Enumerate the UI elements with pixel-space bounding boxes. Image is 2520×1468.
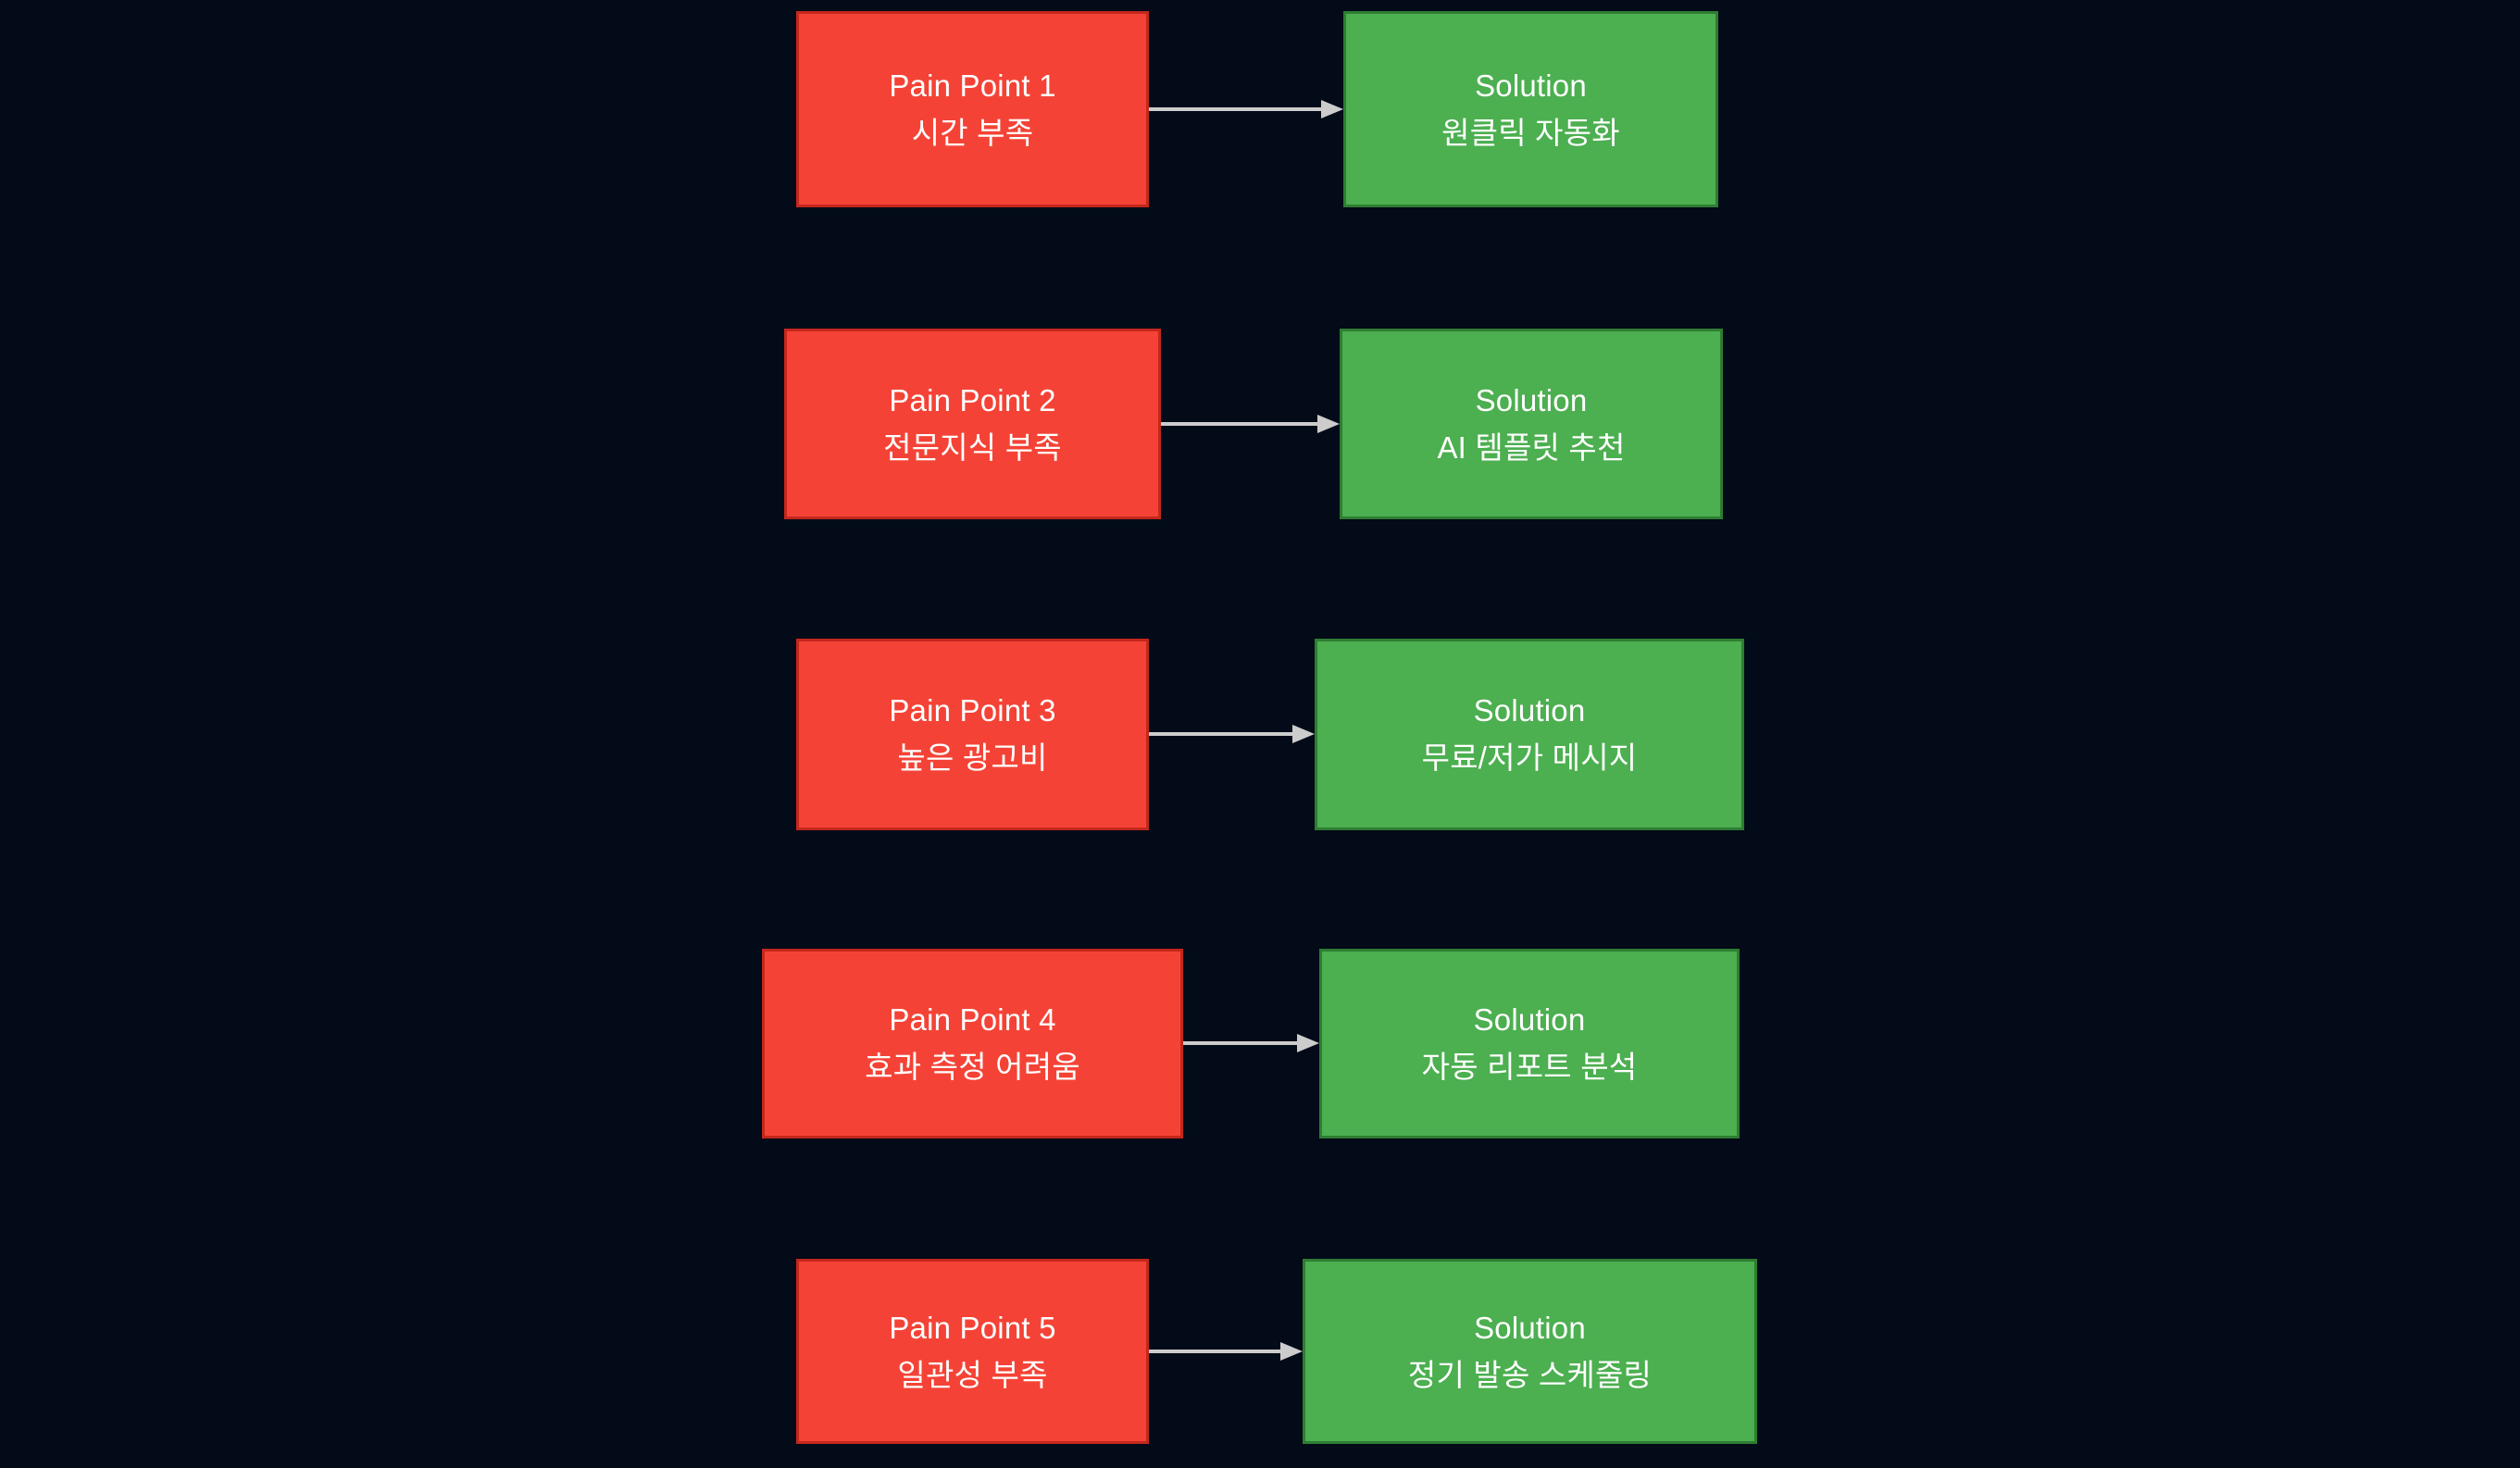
- node-detail: 효과 측정 어려움: [865, 1050, 1080, 1084]
- solution-node[interactable]: Solution AI 템플릿 추천: [1340, 329, 1723, 519]
- node-title: Solution: [1475, 68, 1587, 103]
- solution-node[interactable]: Solution 자동 리포트 분석: [1319, 949, 1740, 1138]
- node-detail: 시간 부족: [911, 115, 1034, 150]
- node-title: Pain Point 2: [889, 382, 1056, 417]
- node-detail: 무료/저가 메시지: [1421, 740, 1638, 775]
- node-detail: 정기 발송 스케줄링: [1407, 1357, 1653, 1392]
- node-title: Solution: [1473, 693, 1586, 728]
- node-detail: 자동 리포트 분석: [1421, 1050, 1638, 1084]
- node-detail: AI 템플릿 추천: [1437, 429, 1626, 465]
- node-title: Pain Point 4: [889, 1002, 1056, 1038]
- pain-point-node[interactable]: Pain Point 5 일관성 부족: [796, 1259, 1149, 1444]
- connector-arrow: [1149, 723, 1315, 745]
- solution-node[interactable]: Solution 무료/저가 메시지: [1315, 639, 1744, 830]
- node-title: Pain Point 5: [889, 1310, 1056, 1345]
- node-detail: 일관성 부족: [897, 1357, 1048, 1392]
- node-title: Solution: [1474, 1310, 1586, 1345]
- pain-point-node[interactable]: Pain Point 1 시간 부족: [796, 11, 1149, 207]
- node-title: Pain Point 3: [889, 693, 1056, 728]
- node-title: Solution: [1473, 1002, 1586, 1038]
- node-title: Pain Point 1: [889, 68, 1056, 103]
- pain-point-node[interactable]: Pain Point 3 높은 광고비: [796, 639, 1149, 830]
- node-detail: 전문지식 부족: [883, 429, 1062, 465]
- connector-arrow: [1149, 1340, 1303, 1362]
- connector-arrow: [1183, 1032, 1319, 1054]
- pain-point-node[interactable]: Pain Point 4 효과 측정 어려움: [762, 949, 1183, 1138]
- pain-point-node[interactable]: Pain Point 2 전문지식 부족: [784, 329, 1161, 519]
- node-detail: 원클릭 자동화: [1441, 115, 1620, 150]
- connector-arrow: [1161, 413, 1340, 435]
- solution-node[interactable]: Solution 원클릭 자동화: [1343, 11, 1718, 207]
- solution-node[interactable]: Solution 정기 발송 스케줄링: [1303, 1259, 1757, 1444]
- node-detail: 높은 광고비: [897, 740, 1048, 775]
- node-title: Solution: [1475, 382, 1588, 417]
- connector-arrow: [1149, 98, 1343, 120]
